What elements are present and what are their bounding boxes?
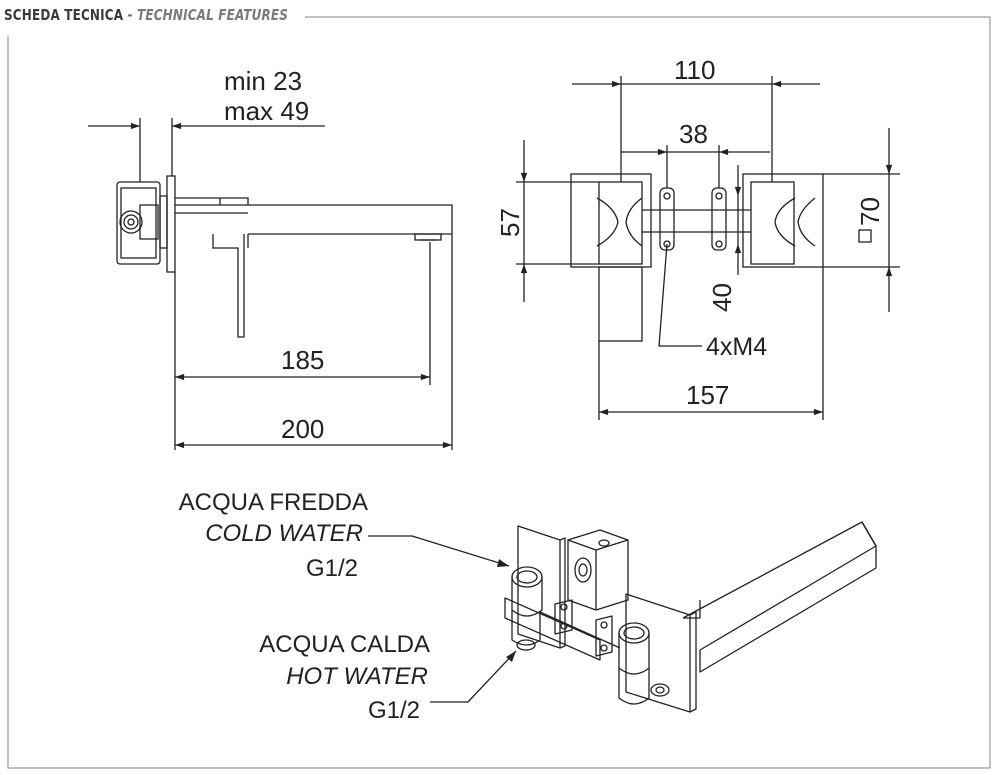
header-title-italian: SCHEDA TECNICA — [4, 6, 124, 24]
cold-water-english-label: COLD WATER — [205, 520, 363, 547]
spout-reach-label: 185 — [281, 345, 325, 375]
cold-water-italian-label: ACQUA FREDDA — [178, 489, 368, 516]
hot-water-thread-label: G1/2 — [367, 697, 420, 724]
hot-water-english-label: HOT WATER — [286, 663, 428, 690]
header-separator: - — [127, 6, 133, 24]
depth-max-label: max 49 — [224, 96, 310, 126]
lower-offset-label: 40 — [707, 283, 737, 312]
total-height-label: 70 — [855, 197, 885, 226]
plate-span-label: 110 — [674, 55, 716, 85]
centers-label: 38 — [679, 119, 708, 149]
overall-width-label: 157 — [686, 380, 730, 410]
overall-length-label: 200 — [281, 414, 325, 444]
depth-min-label: min 23 — [224, 66, 303, 96]
plate-height-label: 57 — [495, 208, 525, 237]
sheet-header: SCHEDA TECNICA - TECHNICAL FEATURES — [4, 6, 288, 30]
cold-water-thread-label: G1/2 — [305, 555, 358, 582]
hot-water-italian-label: ACQUA CALDA — [259, 631, 430, 658]
header-title-english: TECHNICAL FEATURES — [137, 6, 289, 24]
screws-label: 4xM4 — [706, 333, 768, 361]
